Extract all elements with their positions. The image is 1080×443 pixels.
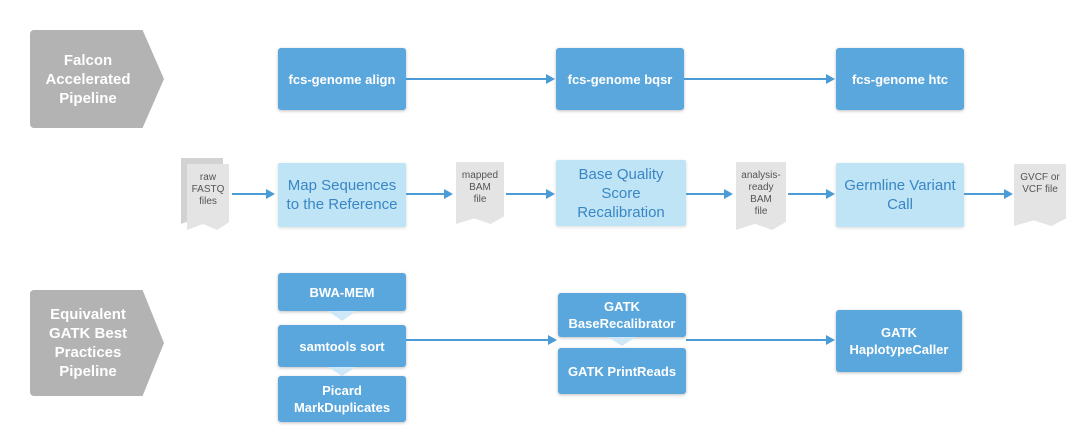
arrow-align-to-bqsr — [406, 74, 555, 84]
arrow-analysis-bam-to-variant-call — [788, 189, 835, 199]
raw-fastq-file-label: raw FASTQ files — [191, 172, 225, 207]
arrow-bqsr-to-htc — [684, 74, 835, 84]
analysis-ready-bam-file-icon: analysis- ready BAM file — [736, 162, 786, 230]
base-quality-score-recalibration-box[interactable]: Base Quality Score Recalibration — [556, 160, 686, 226]
gatk-base-recalibrator-box[interactable]: GATK BaseRecalibrator — [558, 293, 686, 337]
mapped-bam-file-label: mapped BAM file — [461, 170, 499, 205]
analysis-ready-bam-file-label: analysis- ready BAM file — [741, 170, 781, 217]
base-quality-score-recalibration-label: Base Quality Score Recalibration — [577, 165, 665, 221]
bwa-mem-label: BWA-MEM — [309, 284, 375, 300]
gatk-printreads-box[interactable]: GATK PrintReads — [558, 348, 686, 394]
picard-markduplicates-label: Picard MarkDuplicates — [293, 383, 391, 415]
arrow-variant-call-to-vcf — [964, 189, 1013, 199]
bwa-mem-box[interactable]: BWA-MEM — [278, 273, 406, 311]
samtools-sort-label: samtools sort — [299, 338, 385, 354]
falcon-pipeline-label: Falcon Accelerated Pipeline — [30, 30, 164, 128]
arrow-bqsr-to-analysis-bam — [686, 189, 733, 199]
gatk-haplotypecaller-box[interactable]: GATK HaplotypeCaller — [836, 310, 962, 372]
fcs-genome-htc-label: fcs-genome htc — [851, 71, 949, 87]
fcs-genome-htc-box[interactable]: fcs-genome htc — [836, 48, 964, 110]
gatk-pipeline-label-text: Equivalent GATK Best Practices Pipeline — [48, 306, 128, 380]
gvcf-vcf-file-icon: GVCF or VCF file — [1014, 164, 1066, 226]
gvcf-vcf-file-label: GVCF or VCF file — [1020, 172, 1060, 195]
raw-fastq-file-icon: raw FASTQ files — [187, 164, 229, 230]
fcs-genome-align-label: fcs-genome align — [288, 71, 396, 87]
gatk-pipeline-label: Equivalent GATK Best Practices Pipeline — [30, 290, 164, 396]
arrow-map-to-bam — [406, 189, 453, 199]
arrow-gatk-to-haplotypecaller — [686, 335, 835, 345]
picard-markduplicates-box[interactable]: Picard MarkDuplicates — [278, 376, 406, 422]
fcs-genome-bqsr-box[interactable]: fcs-genome bqsr — [556, 48, 684, 110]
fcs-genome-align-box[interactable]: fcs-genome align — [278, 48, 406, 110]
mapped-bam-file-icon: mapped BAM file — [456, 162, 504, 224]
gatk-base-recalibrator-label: GATK BaseRecalibrator — [568, 299, 676, 331]
gatk-printreads-label: GATK PrintReads — [567, 363, 677, 379]
map-sequences-box[interactable]: Map Sequences to the Reference — [278, 163, 406, 227]
map-sequences-label: Map Sequences to the Reference — [286, 177, 398, 213]
gatk-haplotypecaller-label: GATK HaplotypeCaller — [849, 325, 949, 357]
base-recalibrator-to-printreads-connector — [608, 337, 636, 346]
arrow-bam-to-bqsr — [506, 189, 555, 199]
germline-variant-call-box[interactable]: Germline Variant Call — [836, 163, 964, 227]
fcs-genome-bqsr-label: fcs-genome bqsr — [567, 71, 673, 87]
arrow-samtools-to-base-recalibrator — [406, 335, 557, 345]
falcon-pipeline-label-text: Falcon Accelerated Pipeline — [45, 51, 131, 107]
samtools-to-picard-connector — [328, 367, 356, 376]
samtools-sort-box[interactable]: samtools sort — [278, 325, 406, 367]
germline-variant-call-label: Germline Variant Call — [844, 177, 956, 213]
arrow-fastq-to-map — [232, 189, 275, 199]
bwa-mem-to-samtools-connector — [328, 311, 356, 321]
